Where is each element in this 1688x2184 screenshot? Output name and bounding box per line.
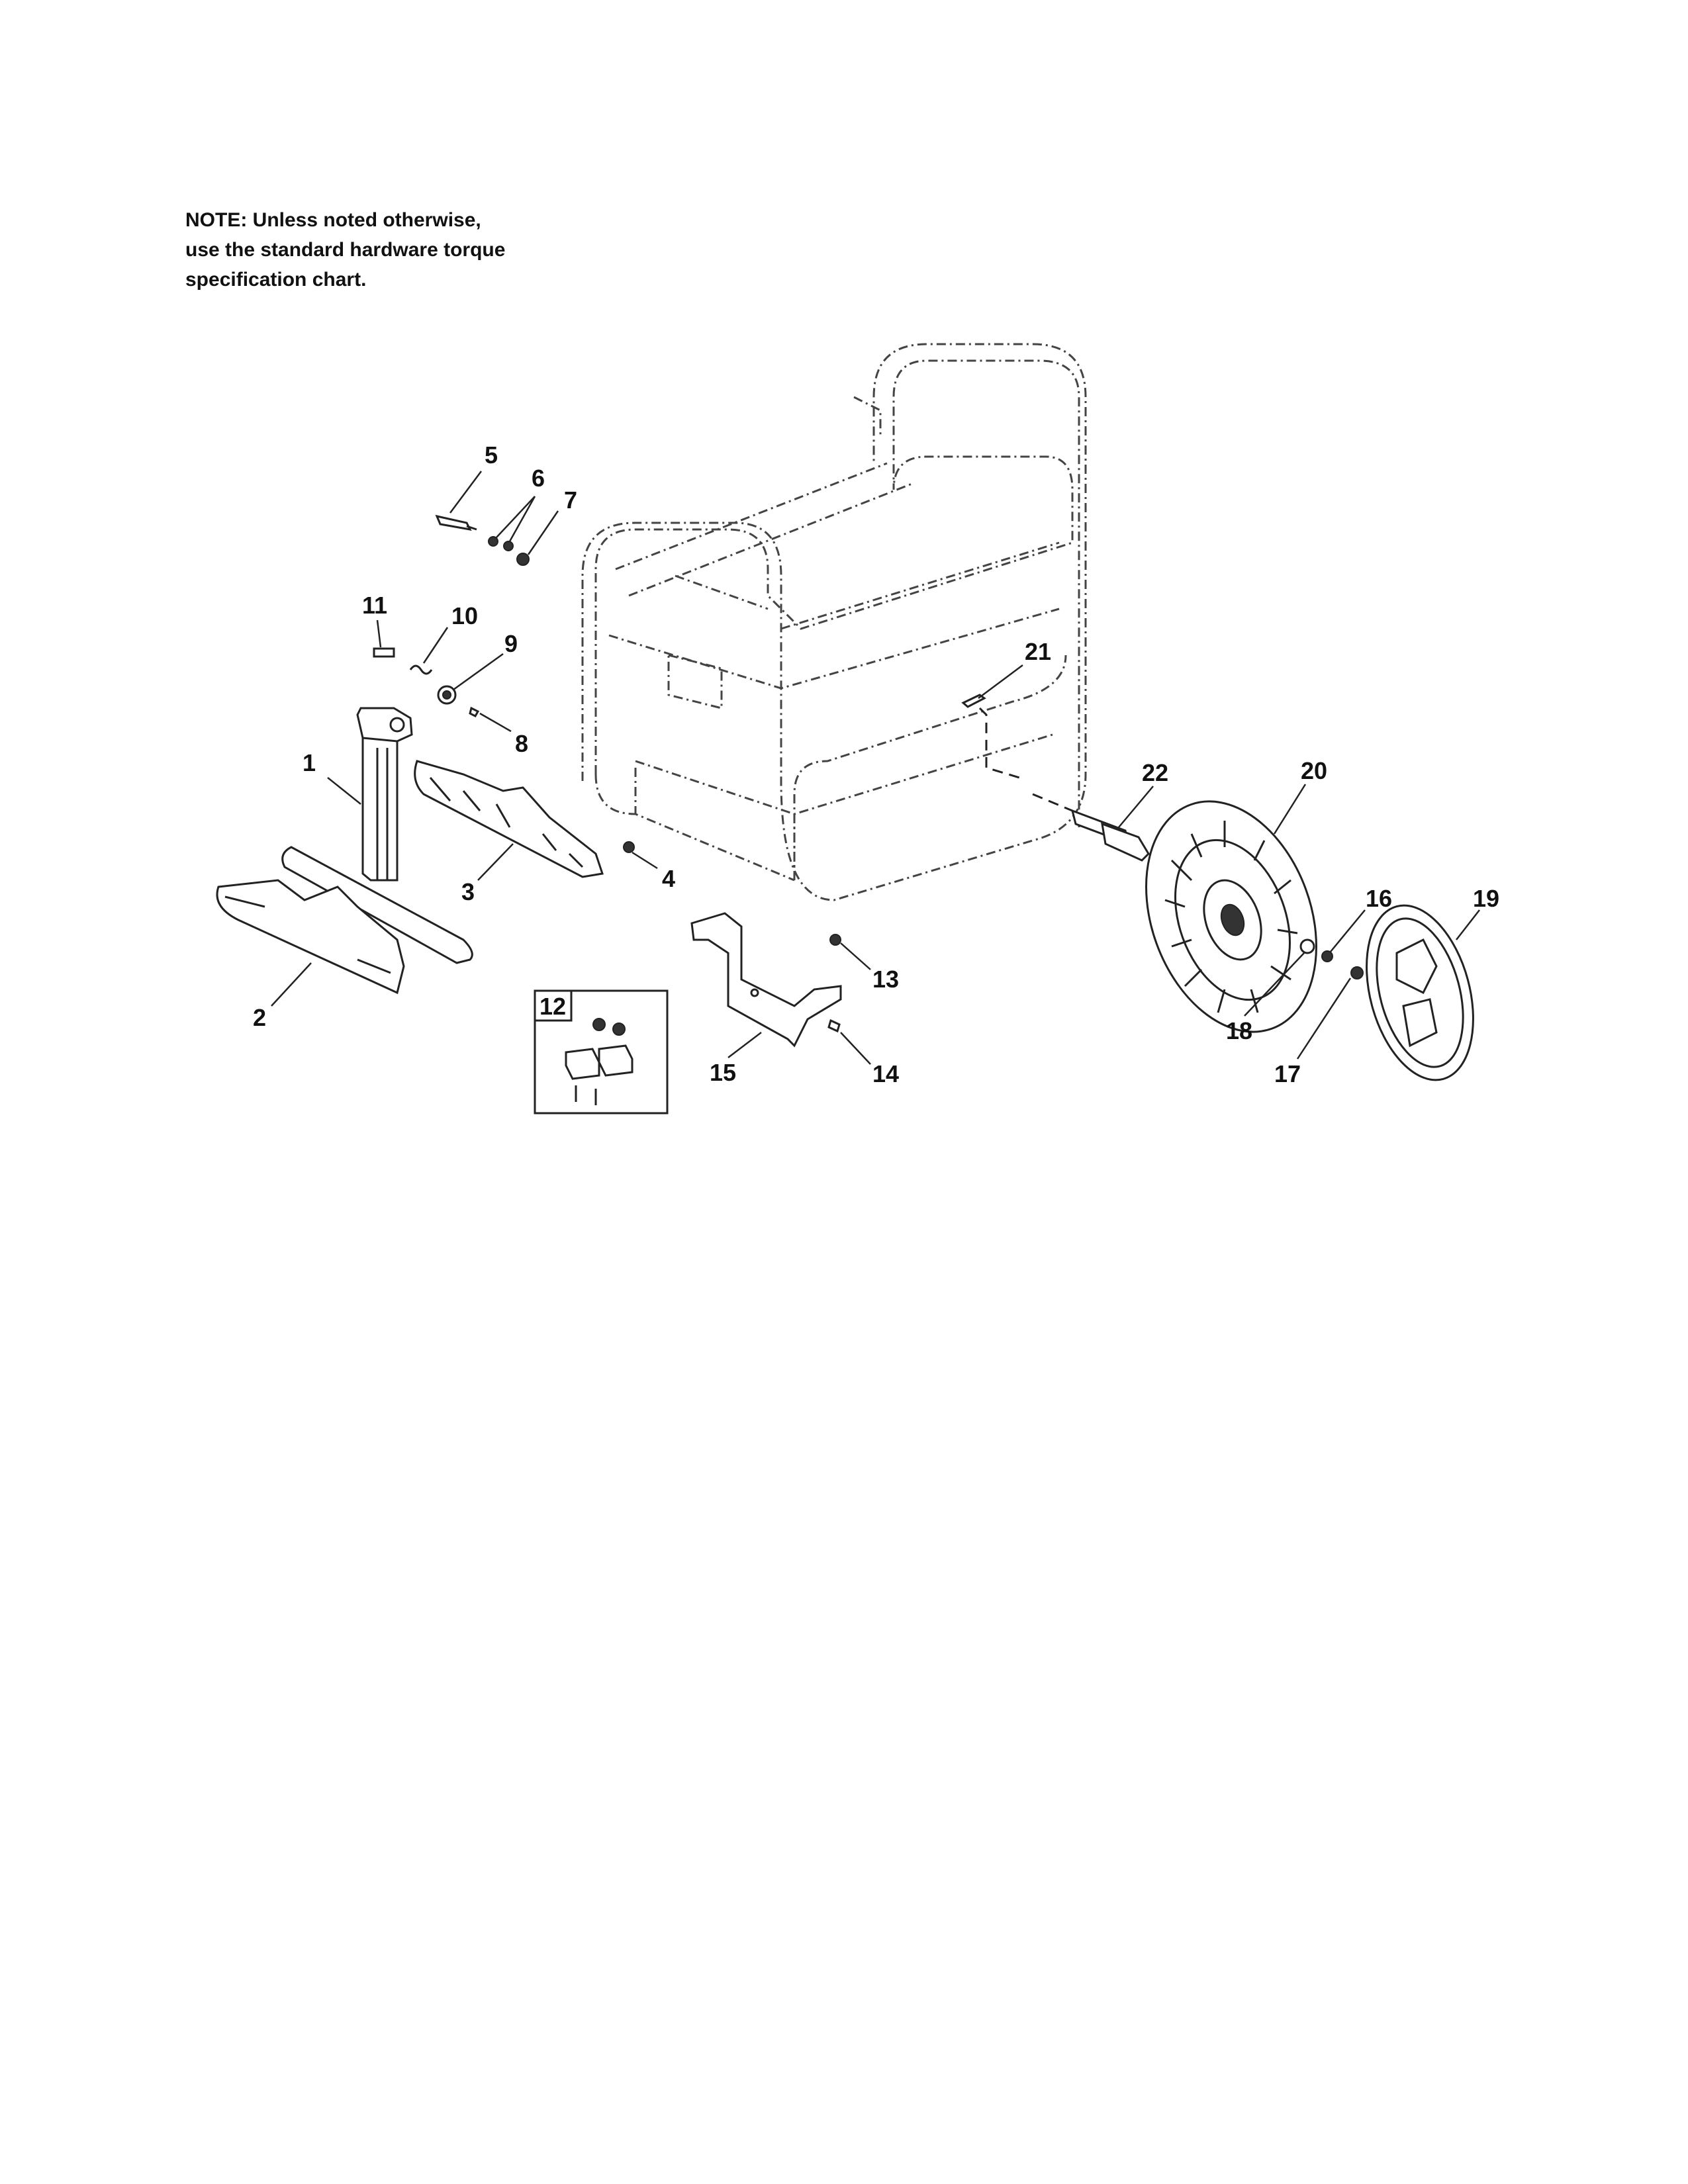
- callout-17: 17: [1274, 1060, 1301, 1087]
- callout-11: 11: [362, 592, 387, 619]
- callout-14: 14: [872, 1060, 899, 1087]
- callout-4: 4: [662, 865, 675, 892]
- callout-7: 7: [564, 486, 577, 514]
- callout-5: 5: [485, 441, 498, 469]
- note-line-2: use the standard hardware torque: [185, 239, 506, 261]
- callout-21: 21: [1025, 638, 1051, 665]
- note-line-3: specification chart.: [185, 269, 367, 291]
- part-20-wheel: [1145, 800, 1317, 1033]
- callout-6: 6: [532, 465, 545, 492]
- part-1-handle: [281, 707, 473, 964]
- part-19-hub-cap: [1366, 904, 1474, 1081]
- callout-22: 22: [1142, 759, 1168, 786]
- hardware-parts: [373, 514, 841, 1033]
- callout-10: 10: [451, 602, 478, 629]
- callout-labels: 1 2 3 4 5 6 7 8 9 10 11 12 13 14 15 16 1…: [253, 441, 1499, 1087]
- generator-frame: [581, 343, 1087, 901]
- callout-15: 15: [710, 1059, 736, 1086]
- note-line-1: NOTE: Unless noted otherwise,: [185, 209, 481, 231]
- callout-18: 18: [1226, 1017, 1252, 1044]
- note-text: NOTE: Unless noted otherwise, use the st…: [185, 205, 505, 295]
- part-2-grip: [216, 879, 405, 995]
- callout-1: 1: [303, 749, 316, 776]
- callout-16: 16: [1366, 885, 1392, 912]
- callout-19: 19: [1473, 885, 1499, 912]
- callout-20: 20: [1301, 757, 1327, 784]
- callout-2: 2: [253, 1004, 266, 1031]
- part-21-22-axle: [961, 694, 1150, 862]
- part-12-kit-box: [534, 989, 669, 1115]
- part-3-bracket: [414, 760, 604, 878]
- callout-3: 3: [461, 878, 475, 905]
- callout-8: 8: [515, 730, 528, 757]
- parts-16-17-18-washers: [1299, 938, 1364, 979]
- callout-9: 9: [504, 630, 518, 657]
- callout-12: 12: [539, 993, 566, 1020]
- part-15-base-bracket: [690, 912, 842, 1048]
- callout-13: 13: [872, 966, 899, 993]
- leader-lines: [271, 471, 1480, 1065]
